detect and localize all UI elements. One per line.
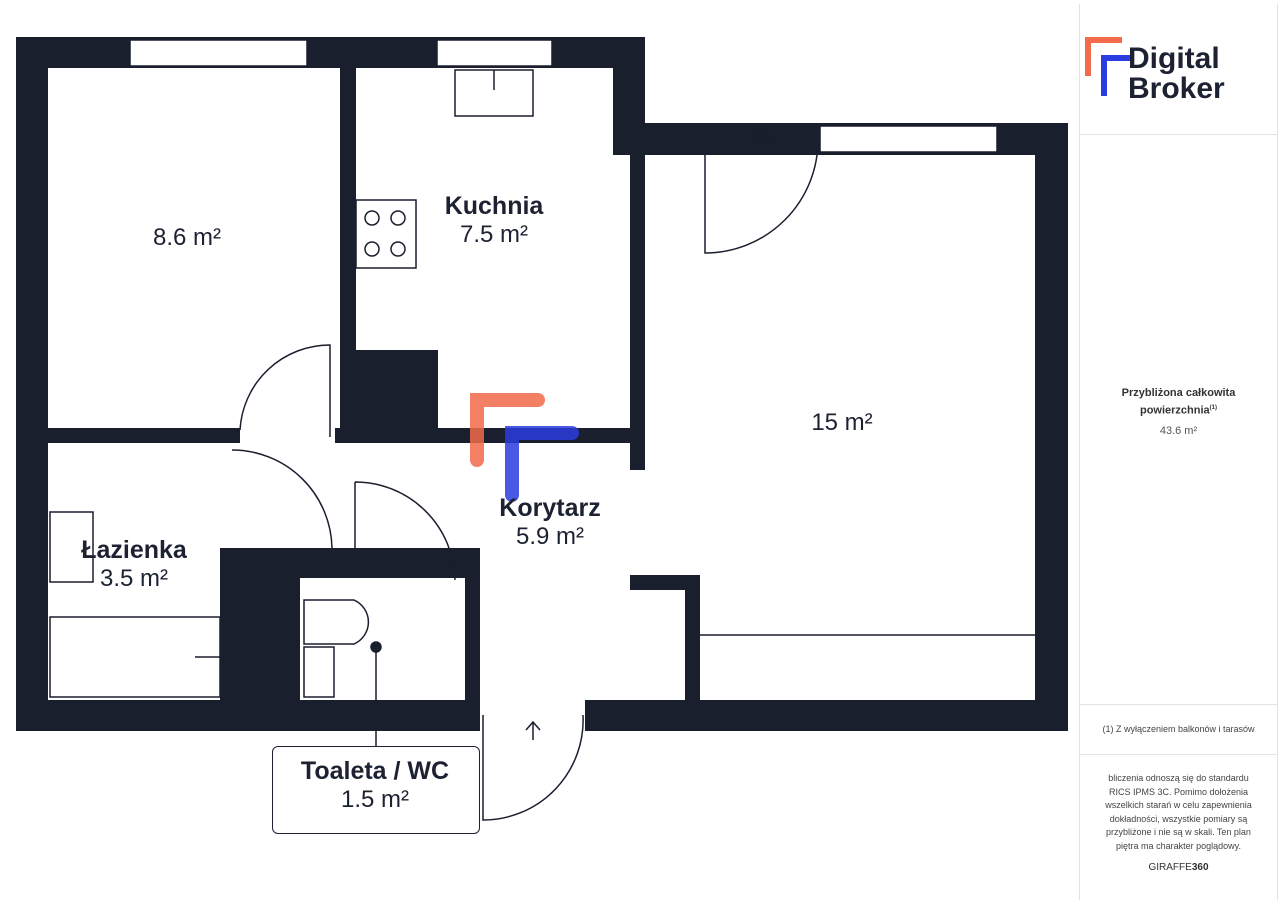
- fixtures: [49, 69, 1035, 746]
- room-name: Łazienka: [81, 536, 187, 564]
- room-1: 8.6 m²: [153, 224, 221, 252]
- credit-b: 360: [1191, 862, 1209, 873]
- brand-logo-icon: [1085, 37, 1132, 96]
- total-area-value: 43.6 m²: [1159, 425, 1198, 437]
- room-name: Korytarz: [499, 494, 601, 522]
- total-label-text: Przybliżona całkowita powierzchnia: [1121, 387, 1236, 417]
- credit: GIRAFFE360: [1080, 862, 1277, 873]
- doors: [231, 130, 819, 821]
- footnote: (1) Z wyłączeniem balkonów i tarasów: [1102, 724, 1255, 734]
- room-living: 15 m²: [811, 409, 872, 437]
- watermark-logo: [470, 393, 579, 502]
- total-area-label: Przybliżona całkowita powierzchnia(1): [1080, 386, 1277, 419]
- room-area: 3.5 m²: [99, 565, 169, 592]
- credit-a: GIRAFFE: [1148, 862, 1192, 873]
- room-wc-label-box: [272, 746, 480, 834]
- footnote-marker: (1): [1209, 405, 1218, 411]
- room-area: 7.5 m²: [459, 221, 528, 248]
- room-area: 15 m²: [811, 409, 873, 436]
- brand-line2: Broker: [1128, 72, 1225, 105]
- floor-plan: [16, 37, 1068, 821]
- room-area: 1.5 m²: [340, 786, 410, 813]
- room-area: 5.9 m²: [515, 523, 585, 550]
- room-name: Toaleta / WC: [300, 757, 450, 785]
- room-area: 8.6 m²: [152, 224, 222, 251]
- disclaimer: bliczenia odnoszą się do standardu RICS …: [1105, 773, 1252, 851]
- brand-line1: Digital: [1128, 42, 1220, 75]
- room-name: Kuchnia: [444, 192, 544, 220]
- windows: [129, 39, 998, 153]
